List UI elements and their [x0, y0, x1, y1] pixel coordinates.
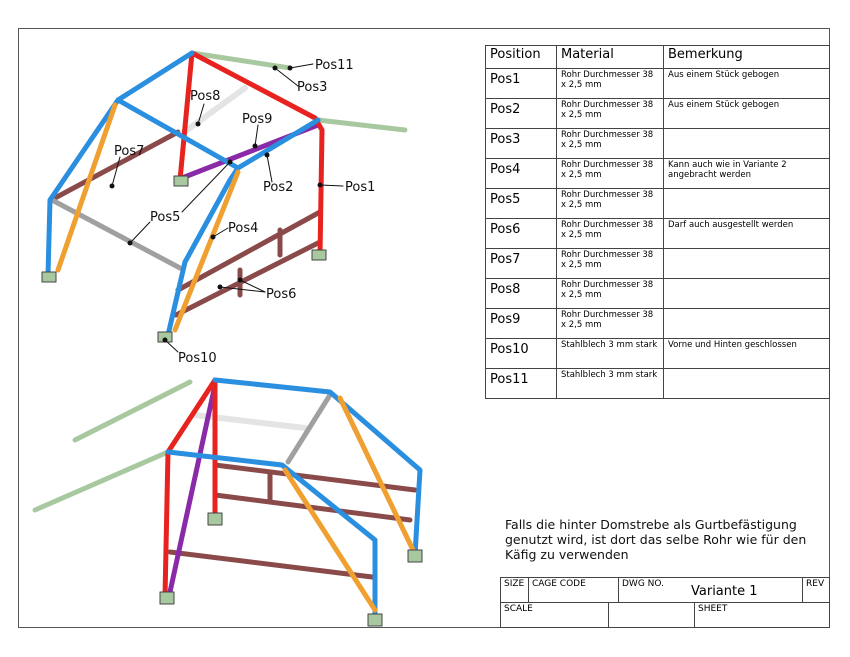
cell-position: Pos11: [485, 368, 557, 399]
cell-position: Pos10: [485, 338, 557, 369]
cell-remark: [663, 368, 830, 399]
cell-position: Pos9: [485, 308, 557, 339]
cell-material: Rohr Durchmesser 38 x 2,5 mm: [556, 98, 664, 129]
tb-sheet: SHEET: [698, 604, 728, 614]
label-pos9: Pos9: [242, 112, 272, 127]
tb-scale: SCALE: [501, 603, 609, 628]
tube-pos5: [49, 197, 183, 271]
cell-material: Rohr Durchmesser 38 x 2,5 mm: [556, 248, 664, 279]
table-header: Position Material Bemerkung: [485, 45, 830, 69]
strut-lower: [32, 449, 171, 513]
tb-size: SIZE: [501, 578, 529, 603]
tube-front-left: [45, 50, 195, 278]
header-position: Position: [485, 45, 557, 69]
leader-lines: [111, 63, 344, 353]
label-pos1: Pos1: [345, 180, 375, 195]
cell-material: Rohr Durchmesser 38 x 2,5 mm: [556, 188, 664, 219]
cell-position: Pos8: [485, 278, 557, 309]
cage-variant-top: Pos1 Pos2 Pos3 Pos4 Pos5 Pos6 Pos7 Pos8 …: [41, 50, 408, 366]
tube-pos6-upper: [175, 209, 323, 293]
cell-position: Pos7: [485, 248, 557, 279]
tb-dwg-no: DWG NO.Variante 1: [619, 578, 803, 603]
cell-material: Rohr Durchmesser 38 x 2,5 mm: [556, 278, 664, 309]
cell-material: Rohr Durchmesser 38 x 2,5 mm: [556, 158, 664, 189]
cell-remark: Kann auch wie in Variante 2 angebracht w…: [663, 158, 830, 189]
cell-remark: [663, 308, 830, 339]
cell-material: Rohr Durchmesser 38 x 2,5 mm: [556, 128, 664, 159]
tube-pos1: [177, 50, 325, 258]
drawing-frame: [18, 28, 830, 628]
cell-remark: [663, 278, 830, 309]
leader-dots: [109, 65, 323, 343]
label-pos4: Pos4: [228, 221, 258, 236]
label-pos5: Pos5: [150, 210, 180, 225]
cage-variant-bottom: [32, 377, 423, 627]
cell-position: Pos1: [485, 68, 557, 99]
label-pos6: Pos6: [266, 287, 296, 302]
tube-pos7: [52, 129, 181, 201]
cell-position: Pos2: [485, 98, 557, 129]
tube-pos4: [172, 169, 241, 333]
cell-material: Rohr Durchmesser 38 x 2,5 mm: [556, 218, 664, 249]
cell-material: Stahlblech 3 mm stark: [556, 338, 664, 369]
cell-position: Pos3: [485, 128, 557, 159]
title-block: SIZE CAGE CODE DWG NO.Variante 1 REV SCA…: [500, 577, 830, 628]
cell-position: Pos4: [485, 158, 557, 189]
label-pos2: Pos2: [263, 180, 293, 195]
cell-remark: [663, 128, 830, 159]
tube-pos3: [315, 117, 408, 133]
cell-remark: Vorne und Hinten geschlossen: [663, 338, 830, 369]
tb-cage-code: CAGE CODE: [529, 578, 619, 603]
label-pos10: Pos10: [178, 351, 217, 366]
note-text: Falls die hinter Domstrebe als Gurtbefäs…: [505, 517, 807, 562]
cell-material: Rohr Durchmesser 38 x 2,5 mm: [556, 308, 664, 339]
label-pos11: Pos11: [315, 58, 354, 73]
cell-material: Stahlblech 3 mm stark: [556, 368, 664, 399]
cell-remark: Aus einem Stück gebogen: [663, 68, 830, 99]
cell-remark: Aus einem Stück gebogen: [663, 98, 830, 129]
tube-pos11: [189, 50, 293, 71]
cell-position: Pos6: [485, 218, 557, 249]
cell-remark: [663, 248, 830, 279]
label-pos7: Pos7: [114, 144, 144, 159]
label-pos8: Pos8: [190, 89, 220, 104]
tube-front-right: [165, 165, 241, 338]
foot-plates: [41, 175, 327, 343]
tb-dwg-value: Variante 1: [691, 584, 758, 599]
strut-upper: [72, 379, 193, 443]
tb-blank: [609, 603, 695, 628]
tube-pos8: [177, 85, 248, 138]
cell-remark: Darf auch ausgestellt werden: [663, 218, 830, 249]
cell-remark: [663, 188, 830, 219]
label-pos3: Pos3: [297, 80, 327, 95]
header-remark: Bemerkung: [663, 45, 830, 69]
tube-pos7-diag: [55, 102, 118, 273]
header-material: Material: [556, 45, 664, 69]
cell-material: Rohr Durchmesser 38 x 2,5 mm: [556, 68, 664, 99]
tb-rev: REV: [803, 578, 830, 603]
tube-pos6-lower: [173, 239, 323, 318]
cell-position: Pos5: [485, 188, 557, 219]
